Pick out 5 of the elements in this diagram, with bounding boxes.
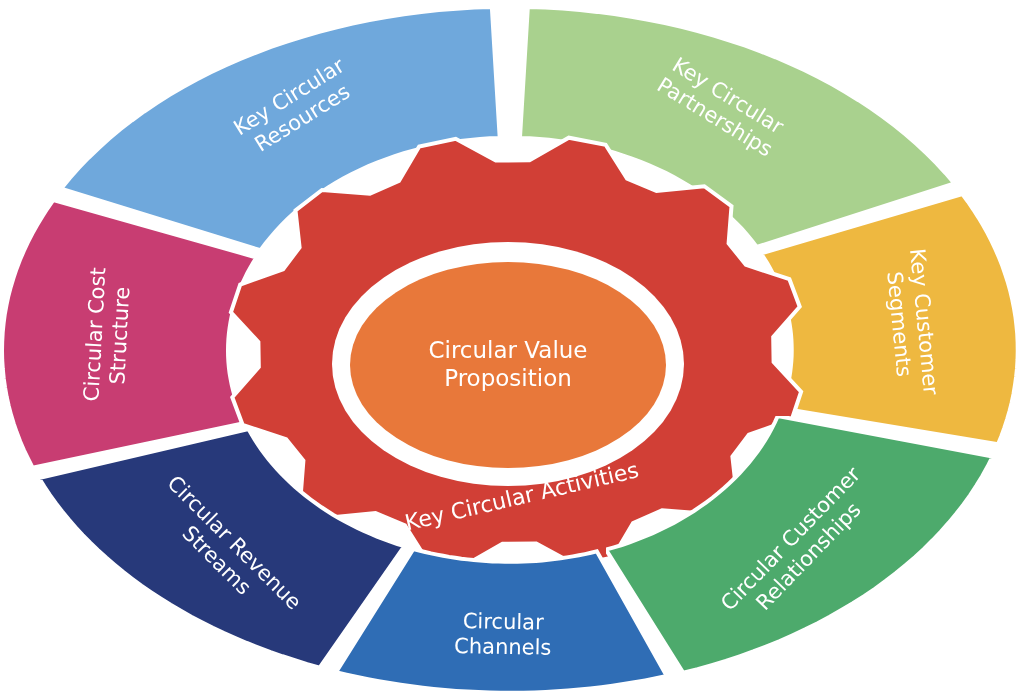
center-label: Circular Value Proposition [427, 337, 589, 393]
segment-label: Key Customer Segments [881, 246, 945, 398]
segment-label: Circular Channels [452, 608, 553, 663]
segment-label: Circular Cost Structure [77, 265, 136, 404]
gear-label: Key Circular Activities [401, 456, 643, 538]
